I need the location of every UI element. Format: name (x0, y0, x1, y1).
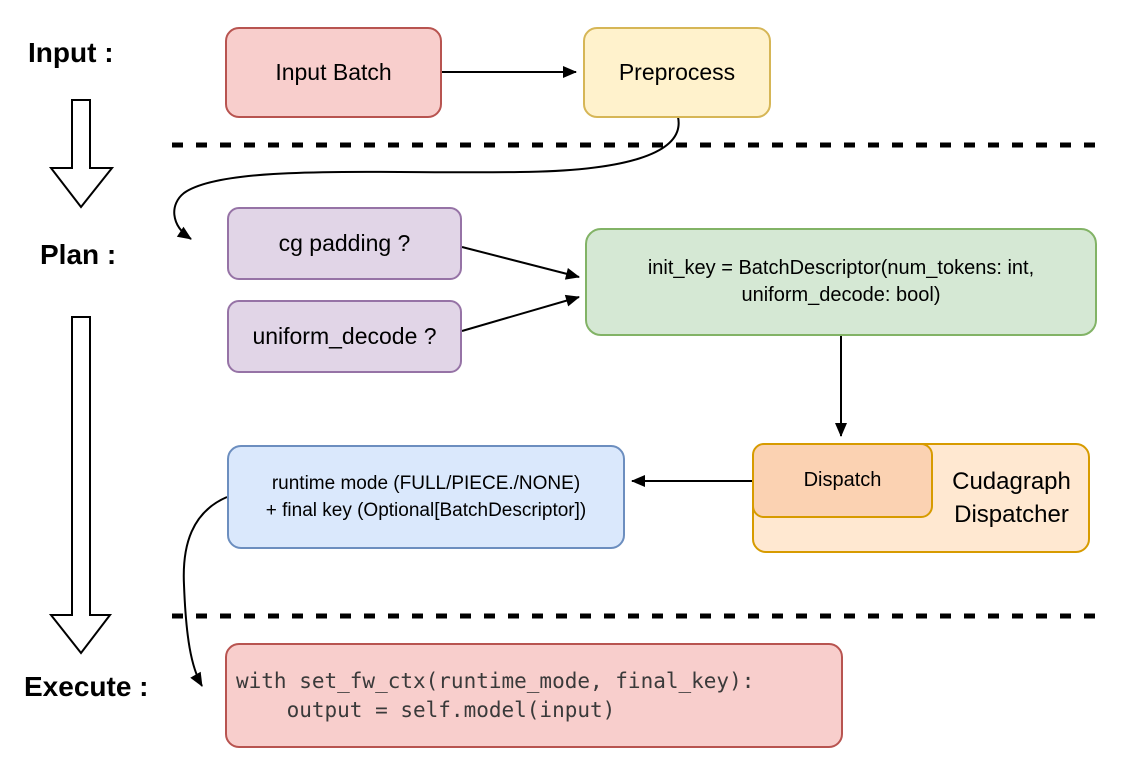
node-init-key: init_key = BatchDescriptor(num_tokens: i… (585, 228, 1097, 336)
node-dispatch: Dispatch (752, 443, 933, 518)
node-dispatch-label: Dispatch (803, 469, 882, 491)
node-input-batch: Input Batch (225, 27, 442, 118)
input-stage-down-arrow (48, 99, 115, 209)
curve-runtime-to-execute (182, 496, 228, 687)
node-uniform-decode: uniform_decode ? (227, 300, 462, 373)
node-runtime-mode-line2: + final key (Optional[BatchDescriptor]) (265, 500, 587, 521)
node-runtime-mode: runtime mode (FULL/PIECE./NONE) + final … (227, 445, 625, 549)
node-cg-padding: cg padding ? (227, 207, 462, 280)
stage-label-execute: Execute : (24, 671, 149, 702)
stage-label-input: Input : (28, 37, 114, 68)
node-init-key-line2: uniform_decode: bool) (741, 284, 941, 306)
node-cg-padding-label: cg padding ? (278, 230, 411, 256)
node-input-batch-label: Input Batch (275, 59, 392, 85)
execute-code-line1: with set_fw_ctx(runtime_mode, final_key)… (236, 668, 755, 693)
arrow-cgpadding-to-initkey (461, 246, 580, 280)
cudagraph-dispatcher-line2: Dispatcher (954, 501, 1069, 528)
curve-preprocess-to-cgpadding (173, 116, 680, 240)
node-preprocess-label: Preprocess (618, 59, 736, 85)
node-runtime-mode-line1: runtime mode (FULL/PIECE./NONE) (271, 473, 581, 494)
node-uniform-decode-label: uniform_decode ? (252, 323, 437, 349)
node-cudagraph-dispatcher-label: Cudagraph Dispatcher (933, 465, 1090, 531)
node-init-key-line1: init_key = BatchDescriptor(num_tokens: i… (647, 257, 1035, 279)
arrow-uniformdecode-to-initkey (461, 294, 580, 332)
node-preprocess: Preprocess (583, 27, 771, 118)
plan-stage-down-arrow (48, 316, 113, 655)
execute-code-line2: output = self.model(input) (236, 697, 616, 722)
node-execute-code: with set_fw_ctx(runtime_mode, final_key)… (225, 643, 843, 748)
stage-label-plan: Plan : (40, 239, 117, 270)
cudagraph-dispatcher-line1: Cudagraph (952, 468, 1071, 495)
